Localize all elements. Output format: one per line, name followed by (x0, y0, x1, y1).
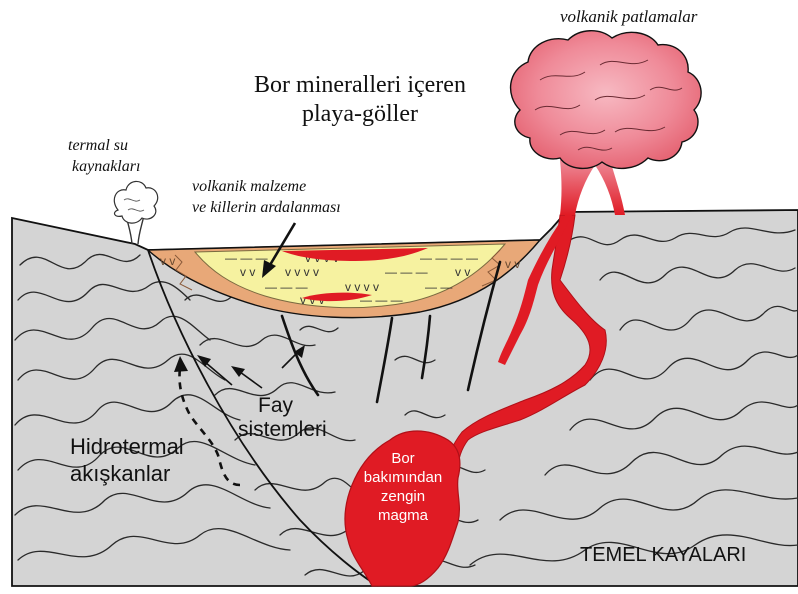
thermal-spring-plume (114, 181, 157, 244)
eruption-cloud-body (511, 31, 702, 169)
svg-text:v v: v v (505, 257, 520, 271)
magma-label-line4: magma (378, 507, 429, 524)
hydrothermal-label-line1: Hidrotermal (70, 434, 184, 459)
thermal-springs-label-line1: termal su (68, 137, 128, 154)
eruption-cloud (511, 31, 702, 215)
magma-label-line1: Bor (391, 450, 414, 467)
volcanic-material-label-line2: ve killerin ardalanması (192, 199, 341, 216)
svg-text:v v v v: v v v v (345, 280, 379, 294)
magma-label-line2: bakımından (364, 469, 442, 486)
svg-text:v v: v v (240, 265, 255, 279)
boron-lakes-label-line2: playa-göller (302, 101, 418, 127)
svg-text:— —: — — (425, 280, 452, 294)
svg-text:— — —: — — — (265, 280, 308, 294)
magma-label-line3: zengin (381, 488, 425, 505)
boron-lakes-label-line1: Bor mineralleri içeren (254, 72, 466, 98)
fault-systems-label-line2: sistemleri (238, 418, 327, 441)
svg-text:v v: v v (160, 254, 175, 268)
svg-text:— — —: — — — (385, 265, 428, 279)
svg-text:— — —: — — — (225, 251, 268, 265)
volcanic-material-label-line1: volkanik malzeme (192, 178, 306, 195)
basement-rocks-label: TEMEL KAYALARI (580, 544, 746, 566)
svg-text:v v: v v (455, 265, 470, 279)
fault-systems-label-line1: Fay (258, 394, 294, 417)
volcanic-eruptions-label: volkanik patlamalar (560, 7, 698, 26)
svg-text:v v v v: v v v v (285, 265, 319, 279)
thermal-springs-label-line2: kaynakları (72, 158, 140, 175)
steam-cloud (114, 181, 157, 223)
svg-text:— — — —: — — — — (420, 251, 478, 265)
hydrothermal-label-line2: akışkanlar (70, 461, 170, 486)
